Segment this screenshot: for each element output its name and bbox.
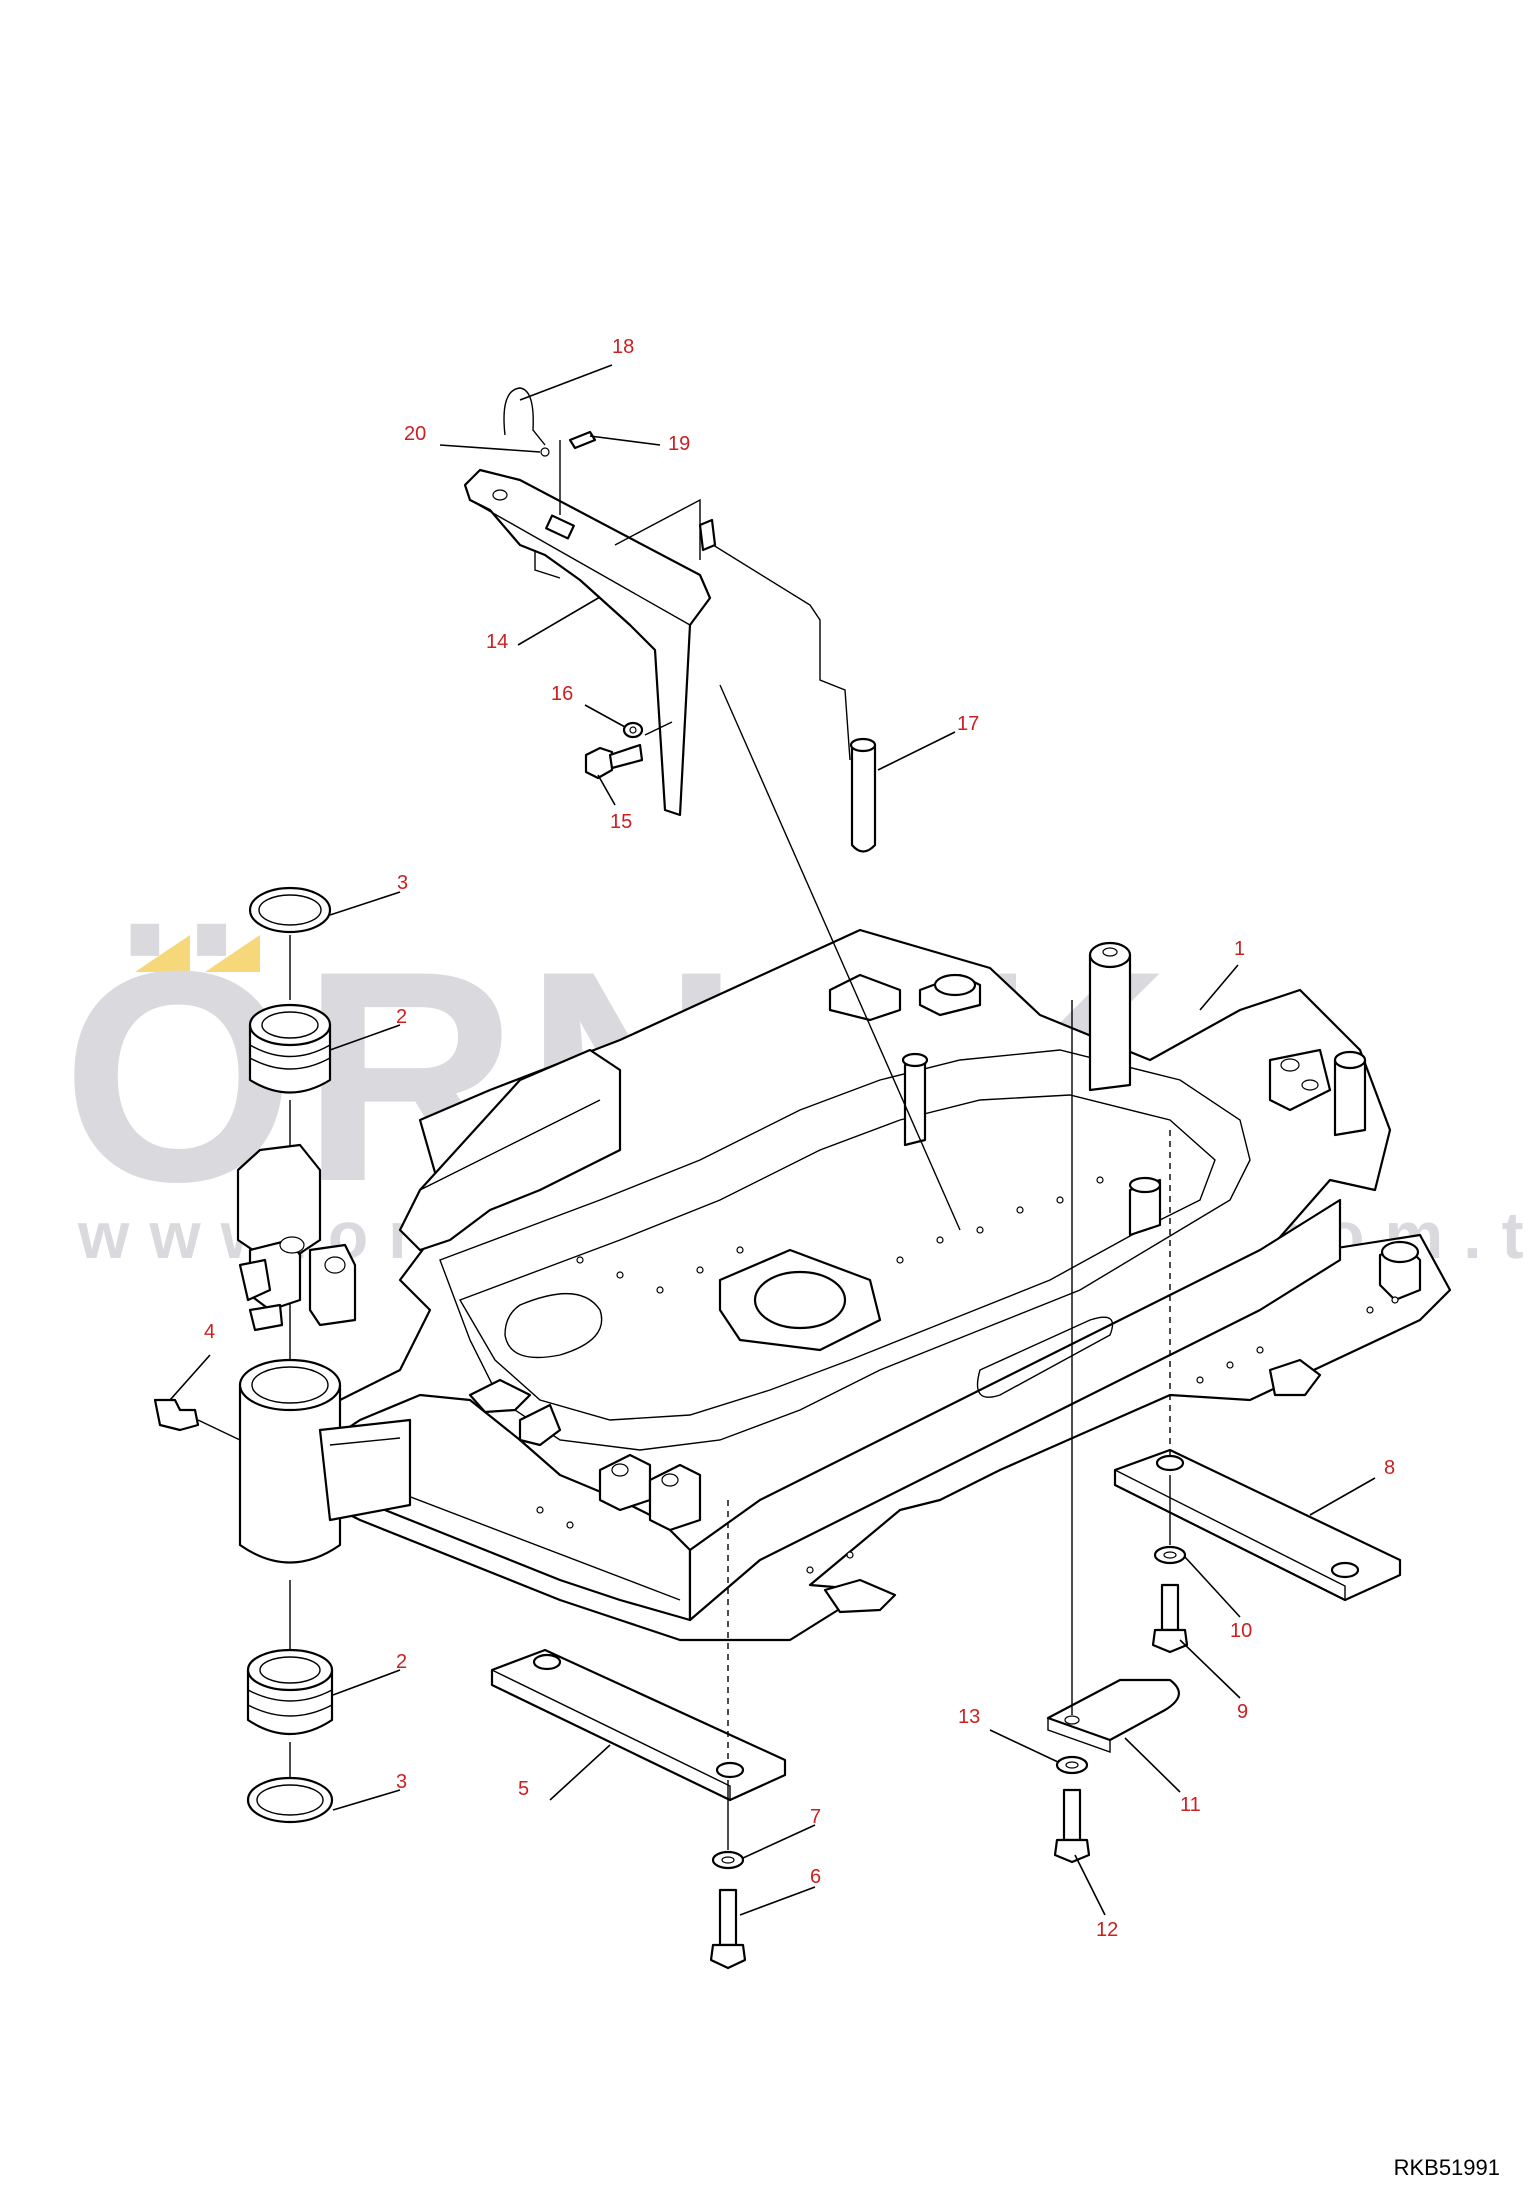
callout-3-upper: 3 <box>397 872 408 894</box>
deck-holes <box>536 1176 1399 1574</box>
callout-20: 20 <box>404 423 426 445</box>
callout-15: 15 <box>610 811 632 833</box>
callout-6: 6 <box>810 1866 821 1888</box>
callout-11: 11 <box>1180 1794 1201 1816</box>
grease-nipple <box>153 1398 200 1432</box>
leader-lines <box>169 364 1376 1916</box>
callout-18: 18 <box>612 336 634 358</box>
callout-2-upper: 2 <box>396 1006 407 1028</box>
plate-5 <box>490 1500 787 1970</box>
plate-11 <box>1046 1000 1180 1864</box>
callout-17: 17 <box>957 713 979 735</box>
callout-13: 13 <box>958 1706 980 1728</box>
callout-2-lower: 2 <box>396 1651 407 1673</box>
callout-10: 10 <box>1230 1620 1252 1642</box>
watermark-accent-left <box>135 935 190 972</box>
callout-7: 7 <box>810 1806 821 1828</box>
plate-8 <box>1113 1130 1402 1654</box>
drawing-code: RKB51991 <box>1393 2155 1500 2180</box>
upper-frame <box>298 928 1452 1642</box>
callout-3-lower: 3 <box>396 1771 407 1793</box>
callout-12: 12 <box>1096 1919 1118 1941</box>
callout-4: 4 <box>204 1321 215 1343</box>
watermark-accent-right <box>205 935 260 972</box>
boom-pivot <box>153 886 412 1824</box>
callout-5: 5 <box>518 1778 529 1800</box>
lever-bracket-assembly <box>463 387 961 1231</box>
callout-16: 16 <box>551 683 573 705</box>
callout-9: 9 <box>1237 1701 1248 1723</box>
callout-1: 1 <box>1234 938 1245 960</box>
callout-14: 14 <box>486 631 508 653</box>
callouts: 1 2 2 3 3 4 5 6 7 8 9 10 11 12 13 14 15 … <box>204 336 1395 1941</box>
callout-8: 8 <box>1384 1457 1395 1479</box>
callout-19: 19 <box>668 433 690 455</box>
